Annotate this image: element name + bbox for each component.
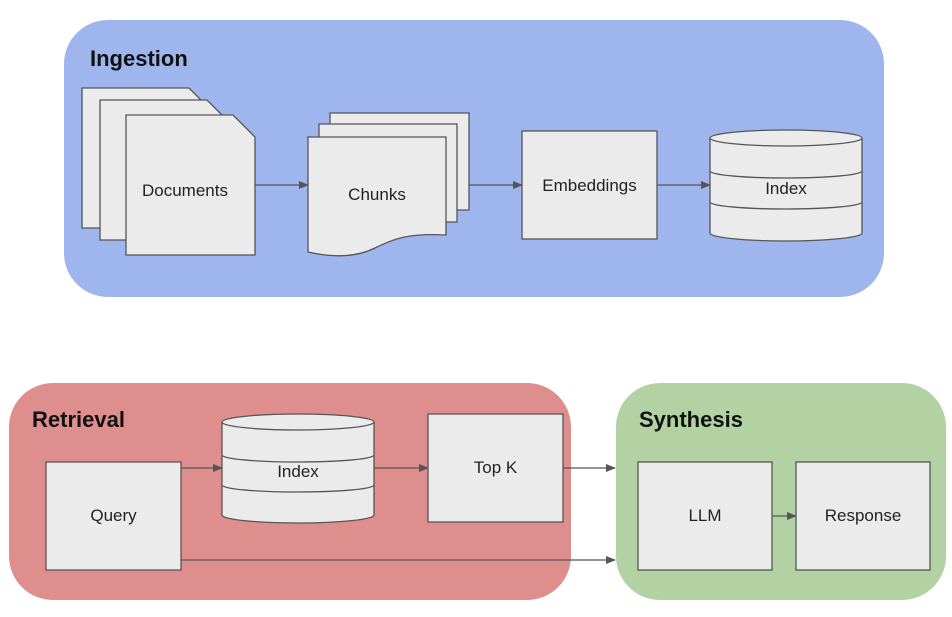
retrieval-index-node <box>221 413 375 524</box>
llm-label: LLM <box>688 506 722 525</box>
embeddings-node <box>521 130 658 240</box>
chunks-node <box>307 112 470 257</box>
ingestion-index-node <box>709 129 863 242</box>
response-node <box>795 461 931 571</box>
topk-node <box>427 413 564 523</box>
chunks-label: Chunks <box>348 185 406 204</box>
query-label: Query <box>90 506 137 525</box>
response-label: Response <box>824 506 902 525</box>
query-node <box>45 461 182 571</box>
documents-node <box>81 87 256 256</box>
embeddings-label: Embeddings <box>542 176 637 195</box>
ingestion-index-label: Index <box>765 179 807 198</box>
documents-label: Documents <box>142 181 228 200</box>
topk-label: Top K <box>473 458 518 477</box>
ingestion-title: Ingestion <box>90 46 188 71</box>
synthesis-title: Synthesis <box>639 407 743 432</box>
retrieval-index-label: Index <box>277 462 319 481</box>
llm-node <box>637 461 773 571</box>
retrieval-title: Retrieval <box>32 407 125 432</box>
